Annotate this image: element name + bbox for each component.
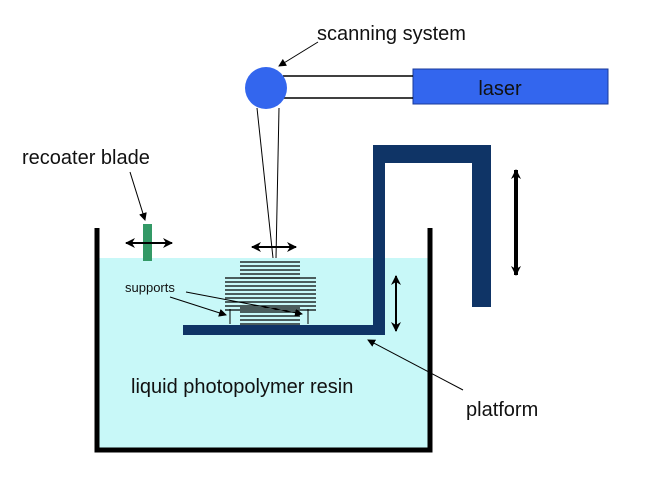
supports-pointer-2 <box>185 291 303 317</box>
recoater-pointer <box>129 171 147 221</box>
supports-label: supports <box>125 280 175 295</box>
recoater-blade-label: recoater blade <box>22 147 150 169</box>
beam-down-right <box>275 107 280 259</box>
scanning-system-pointer <box>278 41 319 67</box>
beam-down-left <box>256 107 274 259</box>
platform-pointer <box>367 339 464 391</box>
vat <box>94 228 433 453</box>
part-layers <box>225 261 316 325</box>
scanning-system-label: scanning system <box>317 23 466 45</box>
platform <box>183 145 491 335</box>
supports-pointer-1 <box>169 296 227 317</box>
laser-label: laser <box>478 78 522 100</box>
resin-label: liquid photopolymer resin <box>131 376 353 398</box>
platform-label: platform <box>466 399 538 421</box>
scanning-mirror <box>245 67 287 109</box>
laser-box <box>412 68 609 105</box>
